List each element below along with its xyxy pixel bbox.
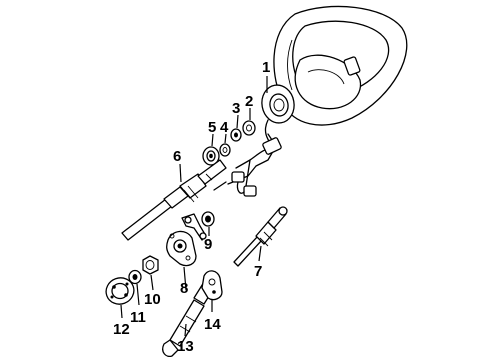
bearing-part-5: [202, 146, 220, 166]
coupling-disc-part-12: [105, 277, 135, 305]
callout-6: 6: [173, 148, 181, 165]
callout-3: 3: [232, 100, 240, 117]
callout-2: 2: [245, 93, 253, 110]
callout-10: 10: [144, 291, 161, 308]
snap-ring-part-4: [219, 143, 231, 157]
lock-housing: [166, 230, 197, 267]
callout-14: 14: [204, 316, 221, 333]
intermediate-shaft: [233, 206, 288, 267]
washer-part-3: [230, 128, 242, 142]
hex-nut-part-10: [142, 255, 159, 275]
multifunction-switch-harness: [213, 133, 282, 197]
pivot-lever: [181, 213, 207, 241]
callout-11: 11: [130, 309, 146, 326]
clockspring: [261, 84, 295, 147]
bracket-part-14: [201, 270, 223, 301]
bushing-part-9: [201, 211, 215, 227]
nut-part-2: [242, 120, 256, 136]
leader-lines: [120, 76, 268, 337]
bushing-part-11: [128, 269, 142, 285]
callout-13: 13: [177, 338, 194, 355]
callout-4: 4: [220, 119, 229, 136]
callout-7: 7: [254, 263, 262, 280]
callout-5: 5: [208, 119, 216, 136]
callout-12: 12: [113, 321, 130, 338]
callout-1: 1: [262, 59, 270, 76]
callout-9: 9: [204, 236, 212, 253]
upper-steering-shaft: [121, 159, 227, 241]
steering-wheel: [273, 5, 408, 126]
callout-8: 8: [180, 280, 188, 297]
